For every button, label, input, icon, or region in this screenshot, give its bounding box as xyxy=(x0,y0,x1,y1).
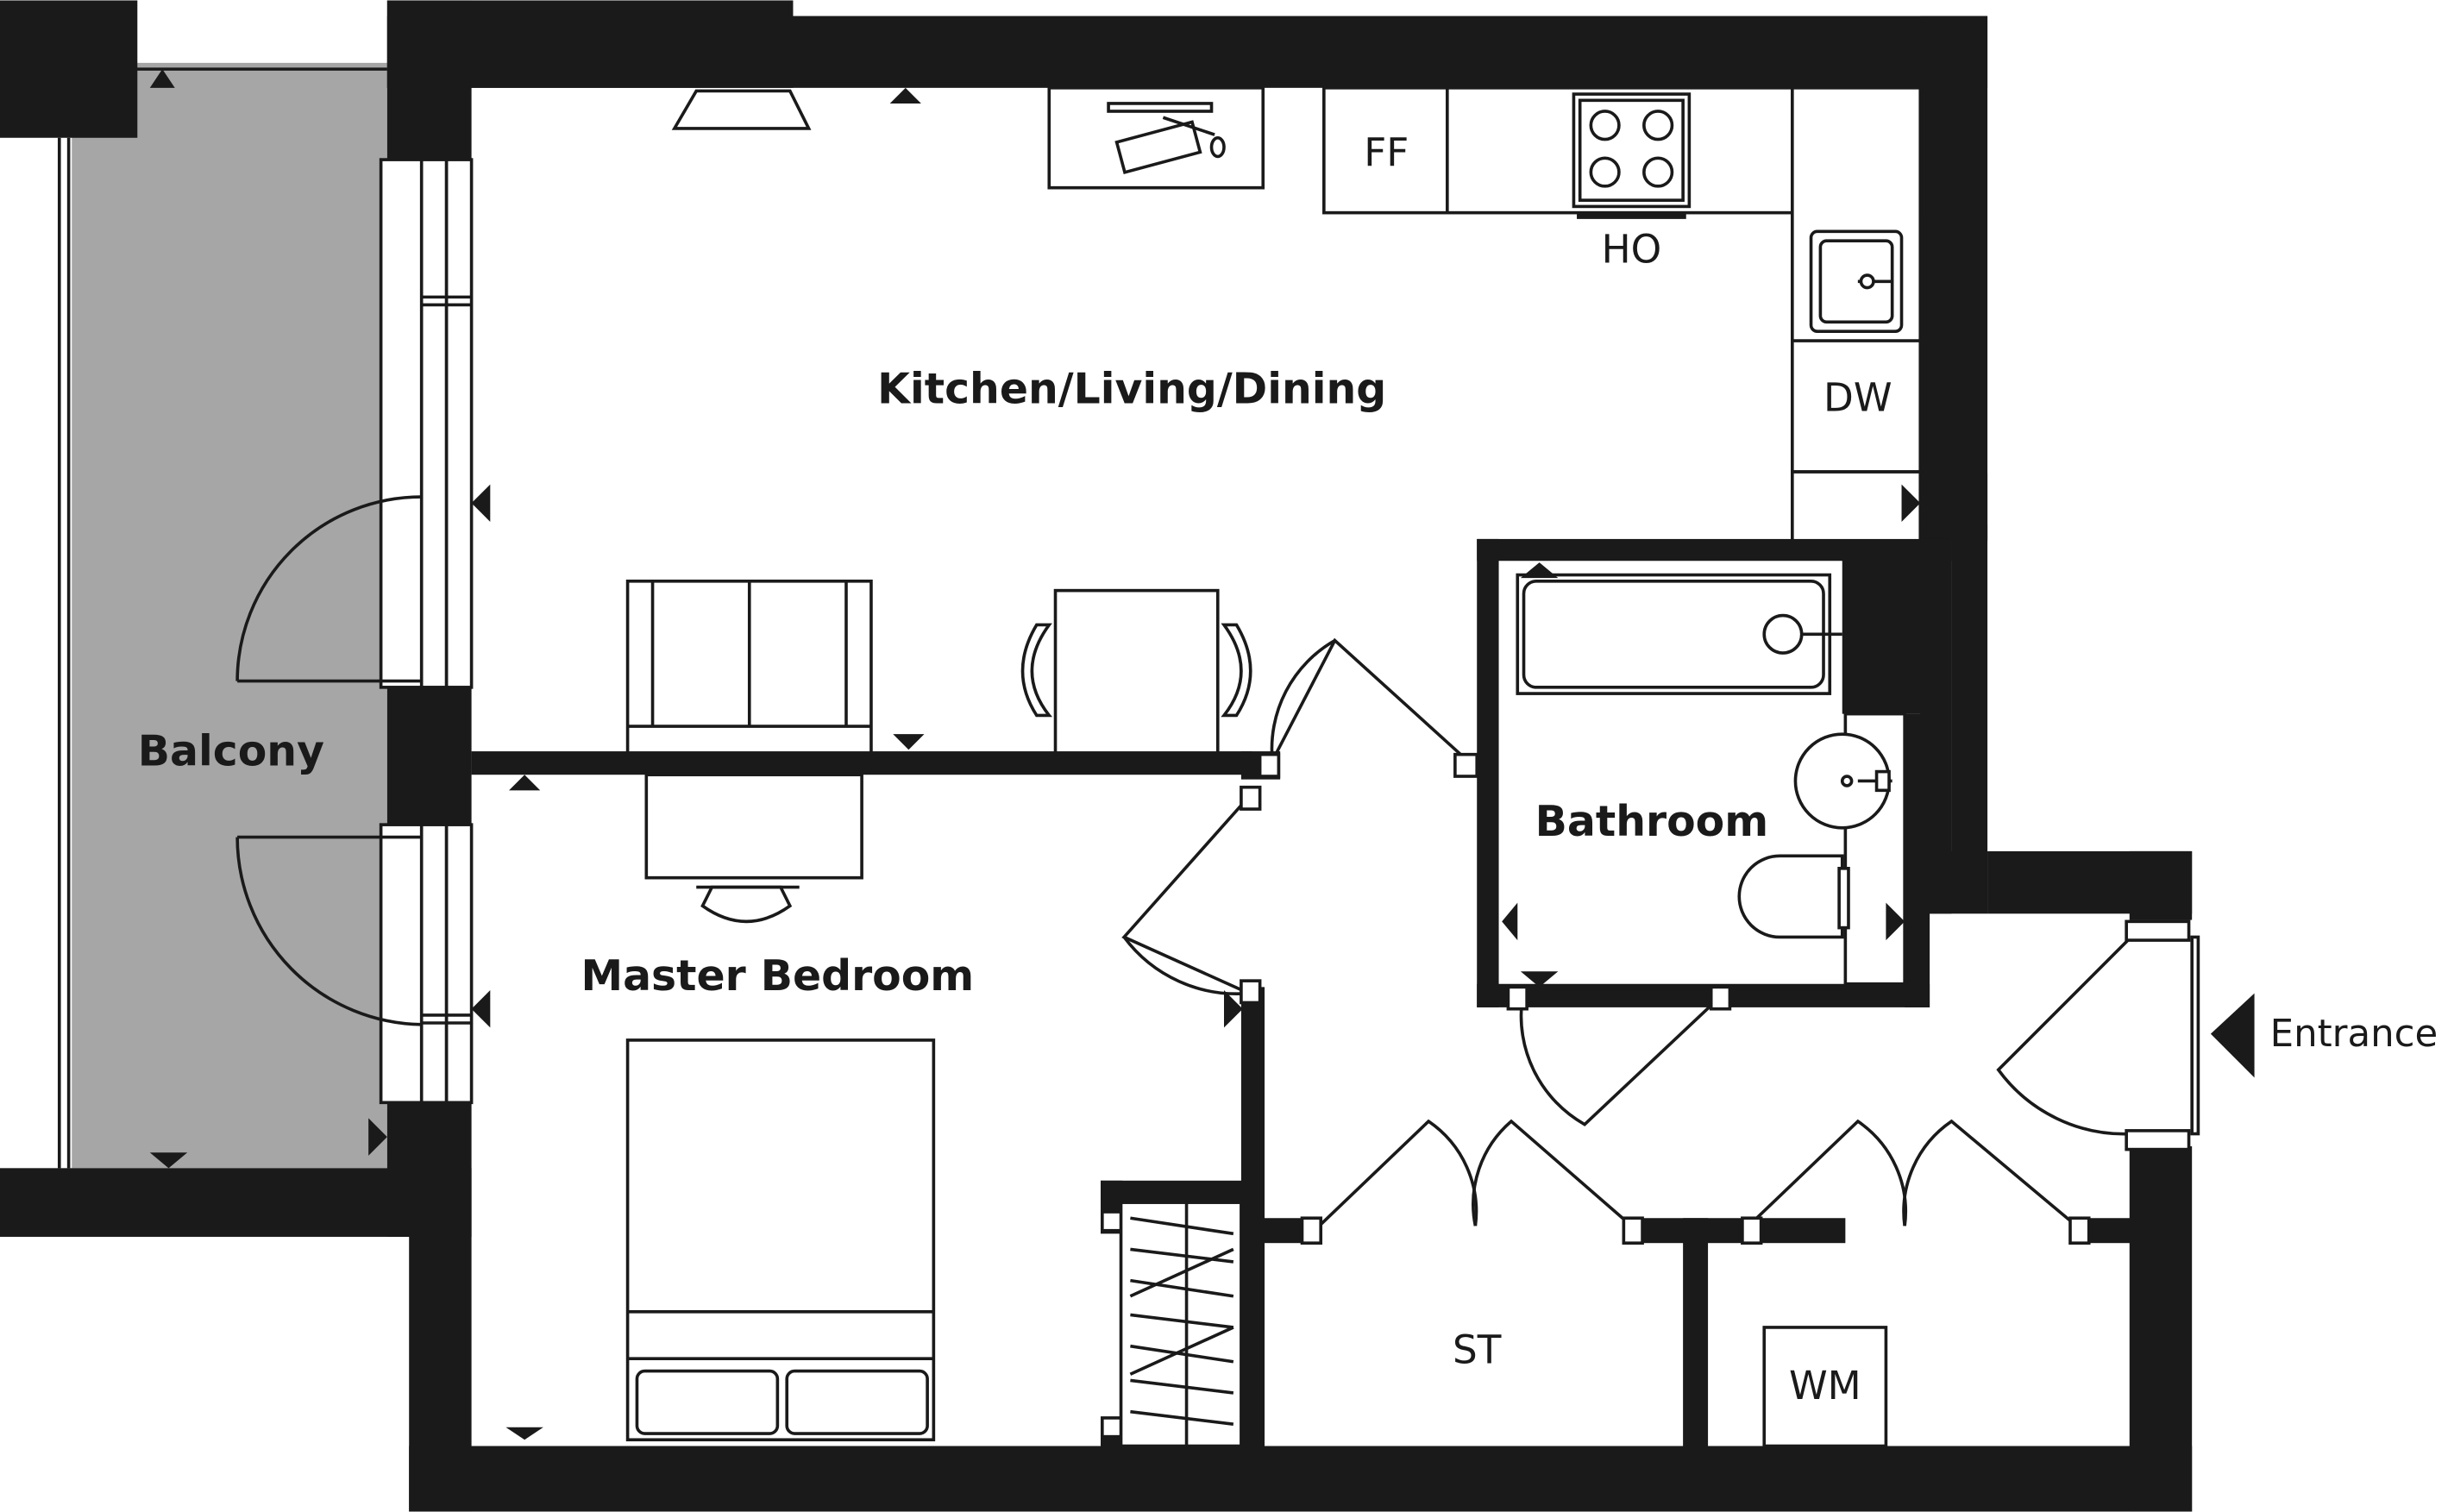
room-label-balcony: Balcony xyxy=(138,726,324,775)
markers xyxy=(149,69,2255,1440)
living-furniture xyxy=(625,579,1252,755)
room-label-kitchen-living-dining: Kitchen/Living/Dining xyxy=(877,364,1386,413)
bathroom-walls xyxy=(1477,538,1952,1007)
fixture-label-fridge-freezer: FF xyxy=(1364,129,1409,175)
wardrobe xyxy=(1119,1201,1243,1448)
entrance-label: Entrance xyxy=(2270,1013,2439,1056)
interior-walls xyxy=(471,751,2139,1446)
room-label-bathroom: Bathroom xyxy=(1535,797,1769,846)
washing-machine-box xyxy=(1762,1326,1888,1448)
door-swings xyxy=(235,495,2132,1227)
fixture-label-washing-machine: WM xyxy=(1789,1363,1861,1408)
bathroom-fixtures xyxy=(1516,573,1906,986)
exterior-walls xyxy=(386,0,2193,1512)
balcony-fill xyxy=(72,62,387,1169)
balcony-post-top-left xyxy=(0,0,138,138)
balcony-bottom-wall xyxy=(0,1168,410,1237)
room-label-master-bedroom: Master Bedroom xyxy=(581,951,974,1001)
windows xyxy=(379,158,2200,1136)
balcony-area xyxy=(0,0,410,1237)
fixture-label-dishwasher: DW xyxy=(1823,375,1892,421)
door-hinges xyxy=(1101,752,2191,1439)
entrance-arrow-icon xyxy=(2210,993,2255,1078)
kitchen-fixtures xyxy=(671,86,1923,543)
fixture-label-hob-oven: HO xyxy=(1602,227,1662,273)
room-label-storage: ST xyxy=(1453,1327,1502,1373)
bedroom-furniture xyxy=(625,773,936,1442)
